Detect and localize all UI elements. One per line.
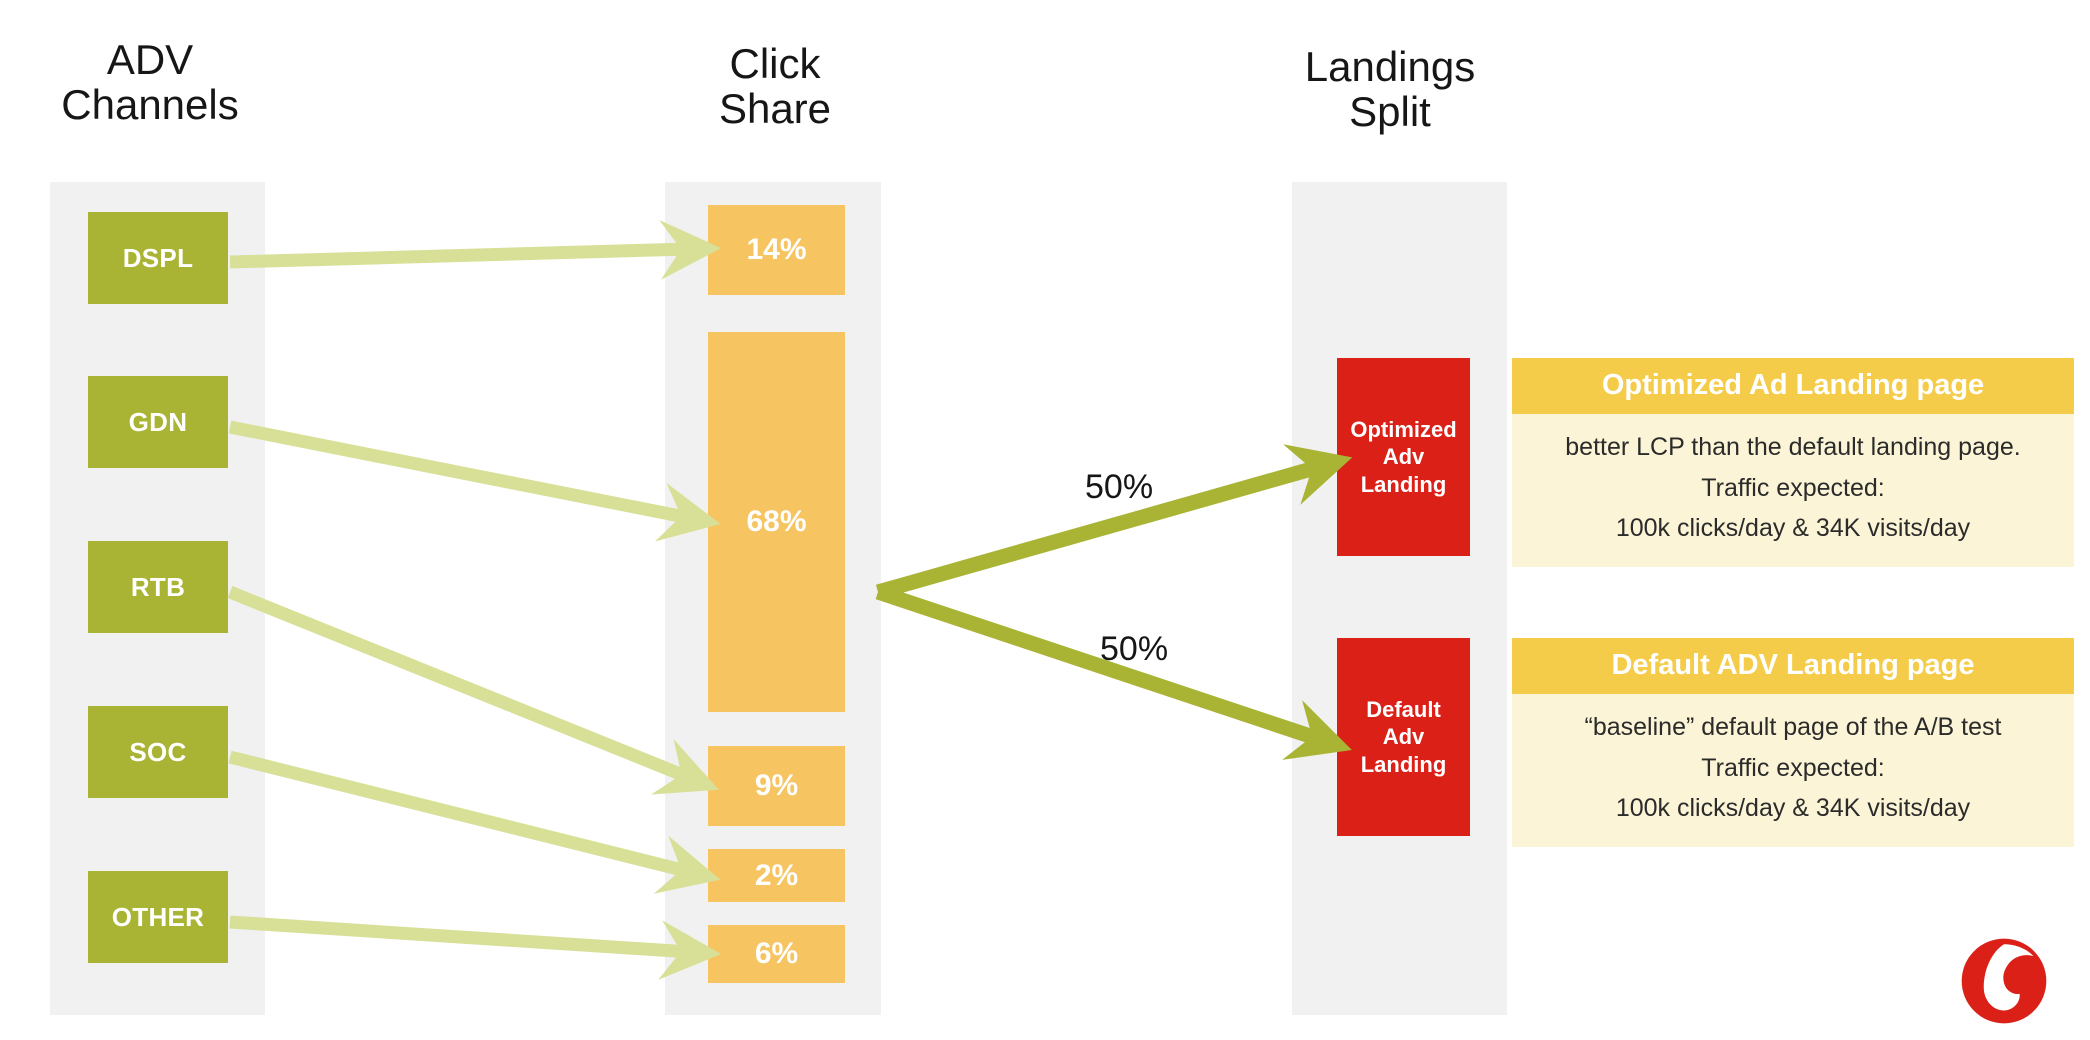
- info-line: Traffic expected:: [1701, 753, 1885, 782]
- column-title-click-share: Click Share: [718, 40, 832, 132]
- vodafone-logo-icon: [1961, 938, 2047, 1024]
- click-share-bar-other[interactable]: 6%: [708, 925, 845, 983]
- click-share-bar-rtb[interactable]: 9%: [708, 746, 845, 826]
- info-panel-title-default: Default ADV Landing page: [1512, 638, 2074, 694]
- arrow-rtb-to-9: [227, 585, 719, 795]
- click-to-landings-arrows: [875, 444, 1353, 760]
- info-line: Traffic expected:: [1701, 473, 1885, 502]
- arrow-soc-to-2: [228, 750, 721, 894]
- info-line: 100k clicks/day & 34K visits/day: [1615, 514, 1971, 542]
- click-share-bar-soc[interactable]: 2%: [708, 849, 845, 902]
- adv-channel-dspl[interactable]: DSPL: [88, 212, 228, 304]
- click-share-bar-dspl[interactable]: 14%: [708, 205, 845, 295]
- arrow-gdn-to-68: [228, 420, 721, 542]
- info-line: better LCP than the default landing page…: [1565, 433, 2021, 461]
- column-band-landings-split: [1292, 182, 1507, 1015]
- info-panel-body-optimized: better LCP than the default landing page…: [1512, 414, 2074, 567]
- column-title-adv-channels: ADV Channels: [61, 36, 239, 128]
- adv-channel-gdn[interactable]: GDN: [88, 376, 228, 468]
- split-label-optimized: 50%: [1085, 468, 1154, 506]
- info-panel-title-optimized: Optimized Ad Landing page: [1512, 358, 2074, 414]
- arrow-dspl-to-14: [229, 219, 722, 280]
- split-label-default: 50%: [1100, 630, 1169, 668]
- info-panel-default-adv-landing: Default ADV Landing page “baseline” defa…: [1512, 638, 2074, 847]
- info-panel-body-default: “baseline” default page of the A/B test …: [1512, 694, 2074, 847]
- click-share-bar-gdn[interactable]: 68%: [708, 332, 845, 712]
- landing-box-optimized-adv[interactable]: Optimized Adv Landing: [1337, 358, 1470, 556]
- info-line: 100k clicks/day & 34K visits/day: [1615, 794, 1971, 822]
- adv-channel-soc[interactable]: SOC: [88, 706, 228, 798]
- landing-box-default-adv[interactable]: Default Adv Landing: [1337, 638, 1470, 836]
- adv-to-click-arrows: [227, 219, 722, 980]
- adv-channel-other[interactable]: OTHER: [88, 871, 228, 963]
- adv-channel-rtb[interactable]: RTB: [88, 541, 228, 633]
- column-title-landings-split: Landings Split: [1304, 43, 1476, 135]
- arrow-other-to-6: [229, 915, 722, 980]
- info-line: “baseline” default page of the A/B test: [1584, 713, 2002, 741]
- info-panel-optimized-ad-landing: Optimized Ad Landing page better LCP tha…: [1512, 358, 2074, 567]
